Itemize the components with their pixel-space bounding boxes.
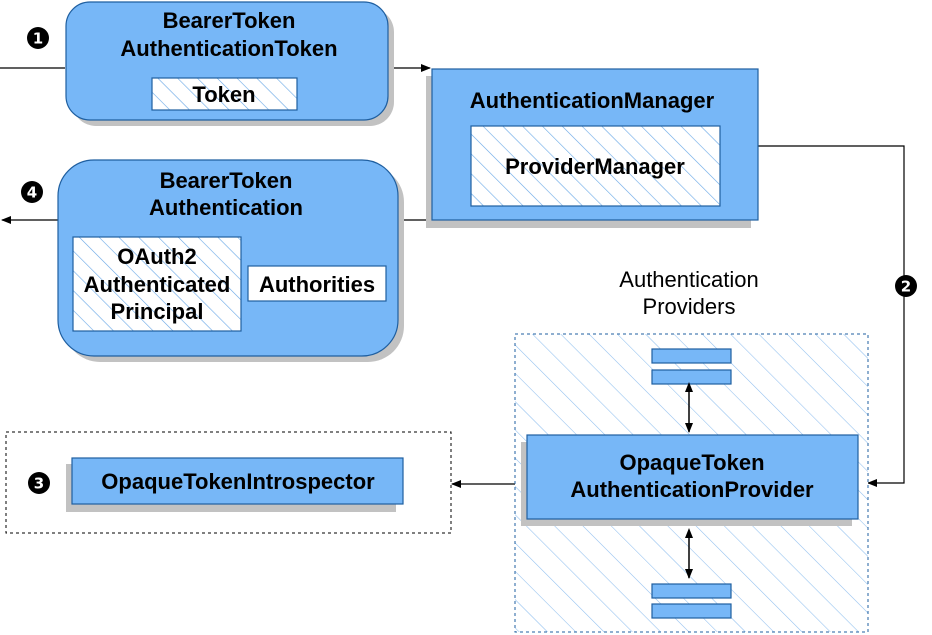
principal-line1: OAuth2 [117, 244, 196, 269]
provider-stub-top-2 [651, 369, 732, 385]
authentication-providers-container: OpaqueToken AuthenticationProvider [514, 333, 869, 633]
step-badge-1-number: 1 [33, 30, 43, 48]
bearer-token-authentication-title-line1: BearerToken [160, 168, 293, 193]
opaque-token-provider-line2: AuthenticationProvider [570, 477, 814, 502]
authorities-label: Authorities [259, 272, 375, 297]
bearer-token-auth-token-title-line1: BearerToken [163, 8, 296, 33]
principal-box: OAuth2 Authenticated Principal [72, 236, 242, 332]
authentication-providers-heading-line1: Authentication [619, 267, 758, 292]
opaque-token-introspector-box: OpaqueTokenIntrospector [66, 457, 404, 512]
token-box: Token [151, 77, 298, 111]
step-badge-2: 2 [895, 275, 917, 297]
provider-stub-bottom-2 [651, 603, 732, 619]
authentication-manager-box: AuthenticationManager ProviderManager [426, 68, 759, 228]
manager-to-provider-arrow [758, 145, 905, 487]
provider-stub-bottom-1 [651, 583, 732, 599]
step-badge-3: 3 [28, 472, 50, 494]
bearer-token-auth-token-title-line2: AuthenticationToken [120, 36, 337, 61]
opaque-token-provider-line1: OpaqueToken [619, 450, 764, 475]
opaque-token-introspector-label: OpaqueTokenIntrospector [101, 469, 375, 494]
opaque-token-authentication-provider-box: OpaqueToken AuthenticationProvider [521, 434, 859, 526]
provider-manager-label: ProviderManager [505, 154, 685, 179]
opaque-token-introspector-container: OpaqueTokenIntrospector [5, 431, 452, 534]
provider-manager-box: ProviderManager [470, 125, 721, 207]
bearer-token-authentication-token-box: BearerToken AuthenticationToken Token [65, 1, 394, 126]
step-badge-1: 1 [27, 27, 49, 49]
token-label: Token [192, 82, 255, 107]
step-badge-3-number: 3 [34, 475, 44, 493]
step-badge-4-number: 4 [27, 184, 37, 202]
authorities-box: Authorities [247, 265, 387, 302]
authentication-manager-title: AuthenticationManager [470, 88, 715, 113]
principal-line2: Authenticated [84, 272, 231, 297]
step-badge-4: 4 [21, 181, 43, 203]
step-badge-2-number: 2 [901, 278, 911, 296]
provider-stub-top-1 [651, 348, 732, 364]
bearer-token-authentication-title-line2: Authentication [149, 195, 303, 220]
bearer-token-authentication-box: BearerToken Authentication OAuth2 Authen… [57, 159, 404, 362]
authentication-providers-heading-line2: Providers [643, 294, 736, 319]
principal-line3: Principal [111, 299, 204, 324]
